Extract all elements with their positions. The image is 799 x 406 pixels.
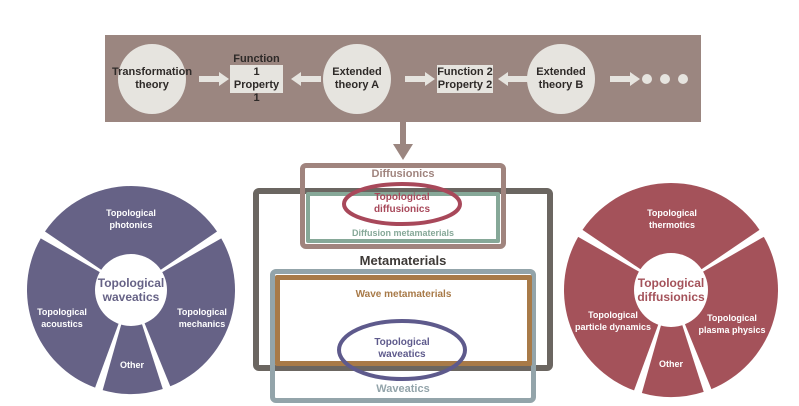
label-line2: diffusionics [373, 204, 431, 215]
topological-waveatics-label: Topological waveatics [335, 337, 469, 361]
node-label-line1: Transformation [111, 66, 193, 78]
segment-thermotics-label-2: thermotics [649, 220, 695, 230]
arrow-right-icon [405, 72, 435, 86]
wheel-center-label-line2: waveatics [102, 290, 160, 304]
wheel-center-label-line2: diffusionics [637, 290, 705, 304]
segment-particle-dynamics-label-1: Topological [588, 310, 638, 320]
arrow-right-icon [610, 72, 640, 86]
segment-other-label: Other [659, 359, 684, 369]
node-label-line2: theory B [538, 79, 584, 91]
segment-other-label: Other [120, 360, 145, 370]
arrow-left-icon [291, 72, 321, 86]
wheel-center-circle [95, 254, 167, 326]
metamaterials-box [253, 188, 553, 371]
arrow-right-icon [199, 72, 229, 86]
topological-diffusionics-ellipse [342, 182, 462, 226]
diffusionics-box [300, 163, 506, 249]
topological-waveatics-wheel: Topological waveatics Topological photon… [27, 186, 235, 394]
wave-metamaterials-box [275, 275, 532, 366]
topological-waveatics-ellipse [337, 319, 467, 381]
label-line1: Topological [374, 337, 430, 348]
label-line2: waveatics [378, 349, 426, 360]
property-label: Property 1 [233, 79, 280, 104]
function-label: Function 2 [437, 66, 493, 78]
segment-thermotics-label-1: Topological [647, 208, 697, 218]
segment-thermotics [582, 183, 760, 290]
waveatics-box [270, 269, 536, 403]
segment-mechanics-label-2: mechanics [179, 319, 226, 329]
ellipsis-dot [642, 74, 652, 84]
wave-metamaterials-label: Wave metamaterials [355, 289, 452, 300]
property-label: Property 2 [437, 79, 493, 91]
node-label-line1: Extended [332, 66, 382, 78]
arrow-down-icon [393, 122, 413, 160]
label-line1: Topological [374, 192, 430, 203]
node-label-line2: theory A [334, 79, 380, 91]
segment-acoustics-label-2: acoustics [41, 319, 83, 329]
function-label: Function 1 [233, 53, 280, 78]
wheel-center-label-line1: Topological [98, 276, 164, 290]
segment-mechanics-label-1: Topological [177, 307, 227, 317]
segment-acoustics-label-1: Topological [37, 307, 87, 317]
waveatics-label: Waveatics [376, 383, 430, 395]
node-label-line1: Extended [536, 66, 586, 78]
segment-other [102, 290, 163, 394]
ellipsis-dot [678, 74, 688, 84]
topological-diffusionics-wheel: Topological diffusionics Topological the… [564, 183, 778, 397]
metamaterials-label: Metamaterials [359, 253, 447, 268]
segment-photonics-label-1: Topological [106, 208, 156, 218]
segment-other [641, 290, 704, 397]
topological-diffusionics-label: Topological diffusionics [340, 192, 464, 216]
segment-particle-dynamics-label-2: particle dynamics [575, 322, 651, 332]
segment-plasma-physics-label-1: Topological [707, 313, 757, 323]
segment-photonics [44, 186, 218, 290]
segment-plasma-physics-label-2: plasma physics [698, 325, 765, 335]
diffusionics-label: Diffusionics [371, 168, 435, 180]
diffusion-metamaterials-label: Diffusion metamaterials [351, 228, 455, 238]
node-label-line2: theory [135, 79, 169, 91]
diffusion-metamaterials-box [306, 192, 500, 243]
wheel-center-label-line1: Topological [638, 276, 704, 290]
wheel-center-circle [634, 253, 708, 327]
ellipsis-dot [660, 74, 670, 84]
arrow-left-icon [498, 72, 528, 86]
segment-photonics-label-2: photonics [110, 220, 153, 230]
